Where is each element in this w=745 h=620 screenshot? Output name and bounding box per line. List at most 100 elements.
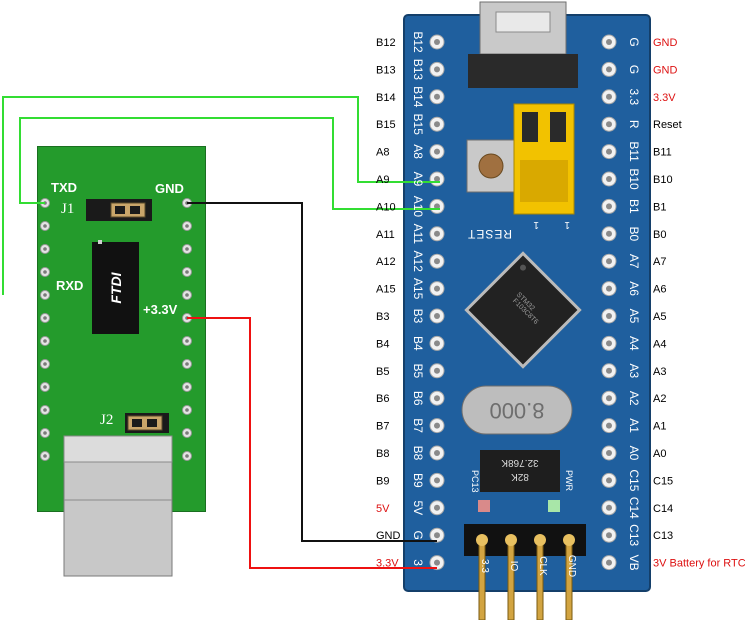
header-pin-top — [534, 534, 546, 546]
ftdi-pin-hole-center — [185, 293, 189, 297]
pc13-silk: PC13 — [470, 470, 480, 493]
ftdi-pin-hole-center — [185, 385, 189, 389]
ftdi-pin-hole-center — [43, 316, 47, 320]
gnd-label: GND — [155, 181, 184, 196]
ftdi-details — [63, 199, 173, 577]
pin-label-right: A0 — [653, 448, 666, 460]
pin-label-right: A5 — [653, 311, 666, 323]
stm32-silk-label: C13 — [627, 524, 641, 546]
stm32-silk-label: VB — [627, 555, 641, 571]
stm32-silk-label: C15 — [627, 469, 641, 491]
pin-label-left: A9 — [376, 174, 389, 186]
ftdi-pin-hole-center — [43, 270, 47, 274]
header-pin-top — [563, 534, 575, 546]
pin-label-right: B11 — [653, 147, 672, 159]
pin-labels-left: B12B13B14B15A8A9A10A11A12A15B3B4B5B6B7B8… — [376, 37, 401, 570]
pin-label-left: B9 — [376, 475, 389, 487]
ftdi-pin-hole-center — [43, 339, 47, 343]
rtc-crystal — [480, 450, 560, 492]
stm32-pin-hole-center — [434, 121, 440, 128]
stm32-silk-label: B5 — [411, 363, 425, 378]
stm32-pin-hole-center — [606, 367, 612, 374]
crystal-8mhz — [461, 385, 573, 435]
ftdi-pin-hole-center — [185, 431, 189, 435]
j2-pin-b — [147, 419, 157, 427]
stm32-pin-hole-center — [606, 313, 612, 319]
ftdi-chip-label: FTDI — [108, 271, 124, 303]
stm32-pin-hole-center — [434, 148, 440, 155]
ftdi-logo: FTDI — [108, 271, 124, 303]
stm32-silk-label: A2 — [627, 391, 641, 406]
ftdi-pin-hole-center — [185, 339, 189, 343]
stm32-silk-label: 3.3 — [627, 88, 641, 105]
pin-label-left: B8 — [376, 448, 389, 460]
ftdi-pin-holes — [40, 198, 192, 461]
ftdi-pin-hole-center — [43, 385, 47, 389]
stm32-pin-hole-center — [606, 532, 612, 539]
pin-label-left: A10 — [376, 201, 396, 213]
pin-label-right: A1 — [653, 421, 666, 433]
pin-label-right: C15 — [653, 475, 673, 487]
ftdi-pin-hole-center — [185, 247, 189, 251]
ftdi-pin-hole-center — [43, 454, 47, 458]
pin-label-left: B14 — [376, 92, 396, 104]
stm32-silk-label: B7 — [411, 418, 425, 433]
pin-label-left: B5 — [376, 366, 389, 378]
stm32-pin-hole-center — [606, 559, 612, 566]
stm32-pin-hole-center — [606, 121, 612, 128]
stm32-silk-label: B12 — [411, 31, 425, 53]
txd-label: TXD — [51, 180, 77, 195]
stm32-pin-hole-center — [434, 450, 440, 456]
pin-label-left: 5V — [376, 503, 390, 515]
stm32-pin-hole-center — [606, 285, 612, 292]
stm32-pin-holes — [429, 34, 617, 571]
pwr-led — [548, 500, 560, 512]
wire-rxd-to-a9 — [2, 96, 440, 295]
pin-labels-right: GNDGND3.3VResetB11B10B1B0A7A6A5A4A3A2A1A… — [653, 37, 745, 570]
stm32-silk-label: A9 — [411, 172, 425, 187]
stm32-pin-hole-center — [434, 532, 440, 539]
pin-label-right: C13 — [653, 530, 673, 542]
ftdi-pin-hole-center — [185, 454, 189, 458]
rxd-label: RXD — [56, 278, 84, 293]
stm32-pin-hole-center — [434, 422, 440, 429]
usb-shield — [468, 54, 578, 88]
stm32-silk-label: R — [627, 120, 641, 129]
j2-label: J2 — [100, 412, 114, 428]
jumper-mark-2: 1 — [564, 219, 570, 230]
ftdi-pin-hole-center — [43, 408, 47, 412]
pin-label-right: GND — [653, 37, 678, 49]
pin-label-left: GND — [376, 530, 401, 542]
stm32-silk-label: B14 — [411, 86, 425, 108]
stm32-pin-hole-center — [434, 313, 440, 319]
stm32-silk-label: G — [627, 65, 641, 74]
stm32-silk-label: B9 — [411, 473, 425, 488]
wire-txd-to-a10 — [19, 117, 440, 210]
pin-label-right: B10 — [653, 174, 673, 186]
stm32-pin-hole-center — [434, 559, 440, 566]
pin-label-left: B3 — [376, 311, 389, 323]
stm32-silk-label: B4 — [411, 336, 425, 351]
pin-label-right: C14 — [653, 503, 673, 515]
chip-pin-mark — [98, 240, 102, 244]
pin-label-left: B7 — [376, 421, 389, 433]
ftdi-chip — [92, 242, 139, 334]
mcu-chip — [464, 251, 582, 369]
ftdi-pin-hole-center — [185, 362, 189, 366]
pc13-led — [478, 500, 490, 512]
stm32-silk-label: 3 — [411, 559, 425, 566]
pin-label-right: B0 — [653, 229, 666, 241]
stm32-pin-hole-center — [434, 477, 440, 484]
pin-label-right: A7 — [653, 256, 666, 268]
mcu-pin1-mark — [520, 264, 526, 271]
jumper-mark-1: 1 — [533, 219, 539, 230]
ftdi-pin-hole-center — [43, 362, 47, 366]
wires — [2, 96, 440, 569]
stm32-silk-label: B0 — [627, 226, 641, 241]
pin-label-left: B13 — [376, 64, 396, 76]
stm32-pin-hole-center — [606, 340, 612, 347]
ftdi-pin-hole-center — [43, 224, 47, 228]
stm32-silk-label: A4 — [627, 336, 641, 351]
stm32-pin-hole-center — [434, 258, 440, 265]
header-silk-label: 3.3 — [479, 559, 490, 573]
